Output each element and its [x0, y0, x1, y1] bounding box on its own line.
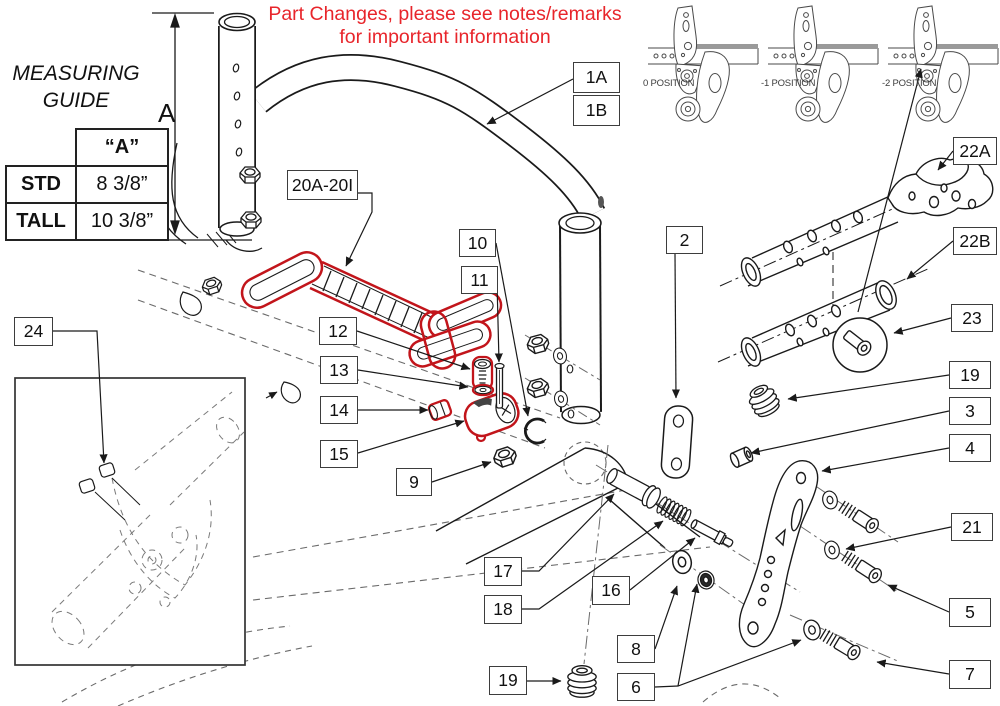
callout-18: 18 [484, 595, 522, 624]
mid-fasteners [491, 332, 694, 479]
washer-7 [800, 617, 824, 643]
label-minus1-position: -1 POSITION [761, 78, 816, 89]
pin-16 [690, 519, 734, 548]
thumb-0-position [647, 5, 759, 123]
callout-23: 23 [951, 304, 993, 332]
bolt-5 [840, 549, 885, 586]
spring-18 [656, 496, 692, 527]
screw-12 [471, 355, 494, 391]
callout-12: 12 [319, 317, 357, 345]
callout-19-right: 19 [949, 361, 991, 389]
callout-19-bottom: 19 [489, 666, 527, 695]
notice-line2: for important information [339, 26, 551, 48]
callout-20a-20i: 20A-20I [287, 170, 358, 200]
clevis-pin-17 [606, 468, 661, 509]
plug-19-right [744, 380, 784, 421]
spacer-3 [729, 446, 754, 469]
thumb-minus1-position [767, 5, 879, 123]
table-row: TALL 10 3/8” [5, 202, 169, 241]
backrest-cane [154, 12, 606, 404]
washer-13 [471, 383, 495, 397]
row-label-std: STD [5, 165, 77, 204]
callout-8: 8 [617, 635, 655, 663]
callout-24: 24 [14, 317, 53, 346]
nut-9 [491, 444, 519, 470]
extension-tubes [717, 157, 994, 469]
callout-16: 16 [592, 576, 630, 605]
callout-7: 7 [949, 660, 991, 689]
bracket-plate-4 [738, 460, 885, 663]
bolt-7 [818, 626, 864, 663]
detail-box-24 [14, 377, 246, 666]
measuring-guide-title: MEASURING GUIDE [12, 62, 140, 112]
detail-circle-23 [832, 317, 888, 373]
measuring-guide-table: “A” STD 8 3/8” TALL 10 3/8” [5, 128, 169, 241]
column-header-a: “A” [75, 128, 169, 167]
callout-15: 15 [320, 440, 358, 468]
callout-9: 9 [396, 468, 432, 496]
tube-22b [740, 280, 897, 367]
callout-10: 10 [459, 229, 496, 257]
table-row: STD 8 3/8” [5, 165, 169, 204]
part-changes-notice: Part Changes, please see notes/remarks f… [240, 3, 650, 49]
label-0-position: 0 POSITION [643, 78, 695, 89]
position-thumbnails [647, 5, 999, 123]
callout-4: 4 [949, 434, 991, 462]
lower-frame-tube [435, 447, 701, 565]
callout-13: 13 [320, 356, 358, 384]
callout-22b: 22B [953, 227, 997, 255]
pin-11 [494, 362, 505, 409]
row-label-tall: TALL [5, 202, 77, 241]
clamp-22a [887, 157, 994, 217]
rear-cane-tube [558, 196, 604, 425]
dimension-letter-a: A [158, 98, 176, 128]
plug-19-bottom [567, 665, 597, 698]
bearing-6 [695, 568, 717, 592]
callout-1b: 1B [573, 95, 620, 126]
washer-8 [669, 548, 695, 576]
callout-3: 3 [949, 397, 991, 425]
e-ring-10 [523, 417, 547, 445]
washer-top [820, 488, 840, 512]
pivot-hardware [567, 444, 901, 698]
callout-17: 17 [484, 557, 522, 586]
clip-14 [427, 399, 453, 421]
callout-1a: 1A [573, 62, 620, 93]
label-minus2-position: -2 POSITION [882, 78, 937, 89]
row-value-tall: 10 3/8” [75, 202, 169, 241]
notice-line1: Part Changes, please see notes/remarks [268, 3, 622, 25]
leader-lines [53, 68, 954, 688]
dimension-arrow [152, 12, 252, 241]
callout-2: 2 [666, 226, 703, 254]
callout-22a: 22A [953, 137, 997, 165]
row-value-std: 8 3/8” [75, 165, 169, 204]
callout-14: 14 [320, 396, 358, 424]
tube-22a [740, 195, 899, 287]
thumb-minus2-position [887, 5, 999, 123]
callout-21: 21 [951, 513, 993, 541]
callout-11: 11 [461, 266, 498, 294]
link-plate-2 [660, 405, 694, 479]
callout-6: 6 [617, 673, 655, 701]
strap-highlight-20 [240, 251, 503, 443]
callout-5: 5 [949, 598, 991, 627]
barrel-nut-15 [463, 392, 520, 438]
